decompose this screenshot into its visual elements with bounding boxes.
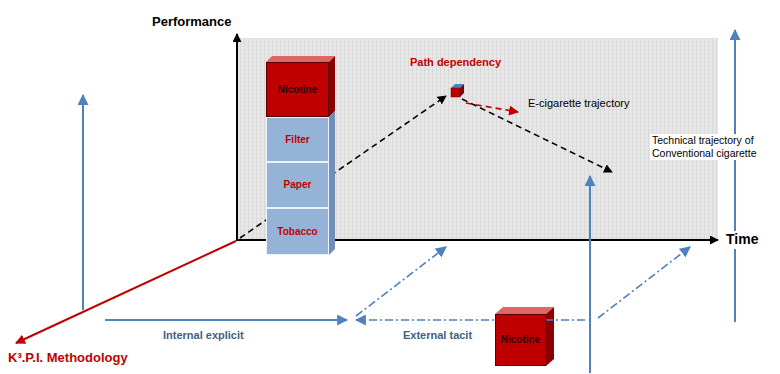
vertical-arrow: [589, 176, 591, 373]
perspective-arrow: [598, 247, 690, 318]
trajectory-label: Technical trajectory of Conventional cig…: [650, 134, 778, 160]
small-cube-front: [451, 88, 460, 97]
cube-side-face: [546, 307, 554, 366]
stack-layer: Paper: [266, 162, 329, 208]
stack-layer: Nicotine: [266, 62, 329, 117]
axis-title: Time: [724, 231, 760, 249]
axis-title: K³.P.I. Methodology: [8, 350, 128, 366]
annotation: Path dependency: [410, 56, 501, 70]
stack-layer: Tobacco: [266, 208, 329, 255]
external-arrow: [356, 319, 585, 321]
trajectory-label: E-cigarette trajectory: [528, 97, 629, 111]
node-text: Paper: [284, 179, 312, 191]
vertical-arrow: [82, 95, 84, 310]
performance-axis: [236, 34, 238, 241]
vertical-arrow: [734, 30, 736, 322]
axis-title: Performance: [152, 14, 231, 30]
axis-label: Internal explicit: [163, 329, 244, 343]
small-cube-side: [460, 84, 464, 97]
internal-arrow: [105, 319, 347, 321]
node-text: Tobacco: [277, 226, 317, 238]
stack-side-face: [329, 111, 335, 255]
conventional-trajectory-arrow: [462, 99, 612, 172]
node-text: Nicotine: [501, 334, 540, 346]
node-text: Nicotine: [278, 84, 317, 96]
nicotine-cube: Nicotine: [495, 314, 546, 366]
node-text: Filter: [285, 134, 309, 146]
cube-top-face: [495, 307, 554, 314]
stack-layer: Filter: [266, 117, 329, 162]
perspective-arrow: [356, 247, 446, 316]
methodology-axis: [16, 241, 236, 343]
axis-label: External tacit: [403, 329, 472, 343]
stack-side-face: [329, 56, 335, 117]
